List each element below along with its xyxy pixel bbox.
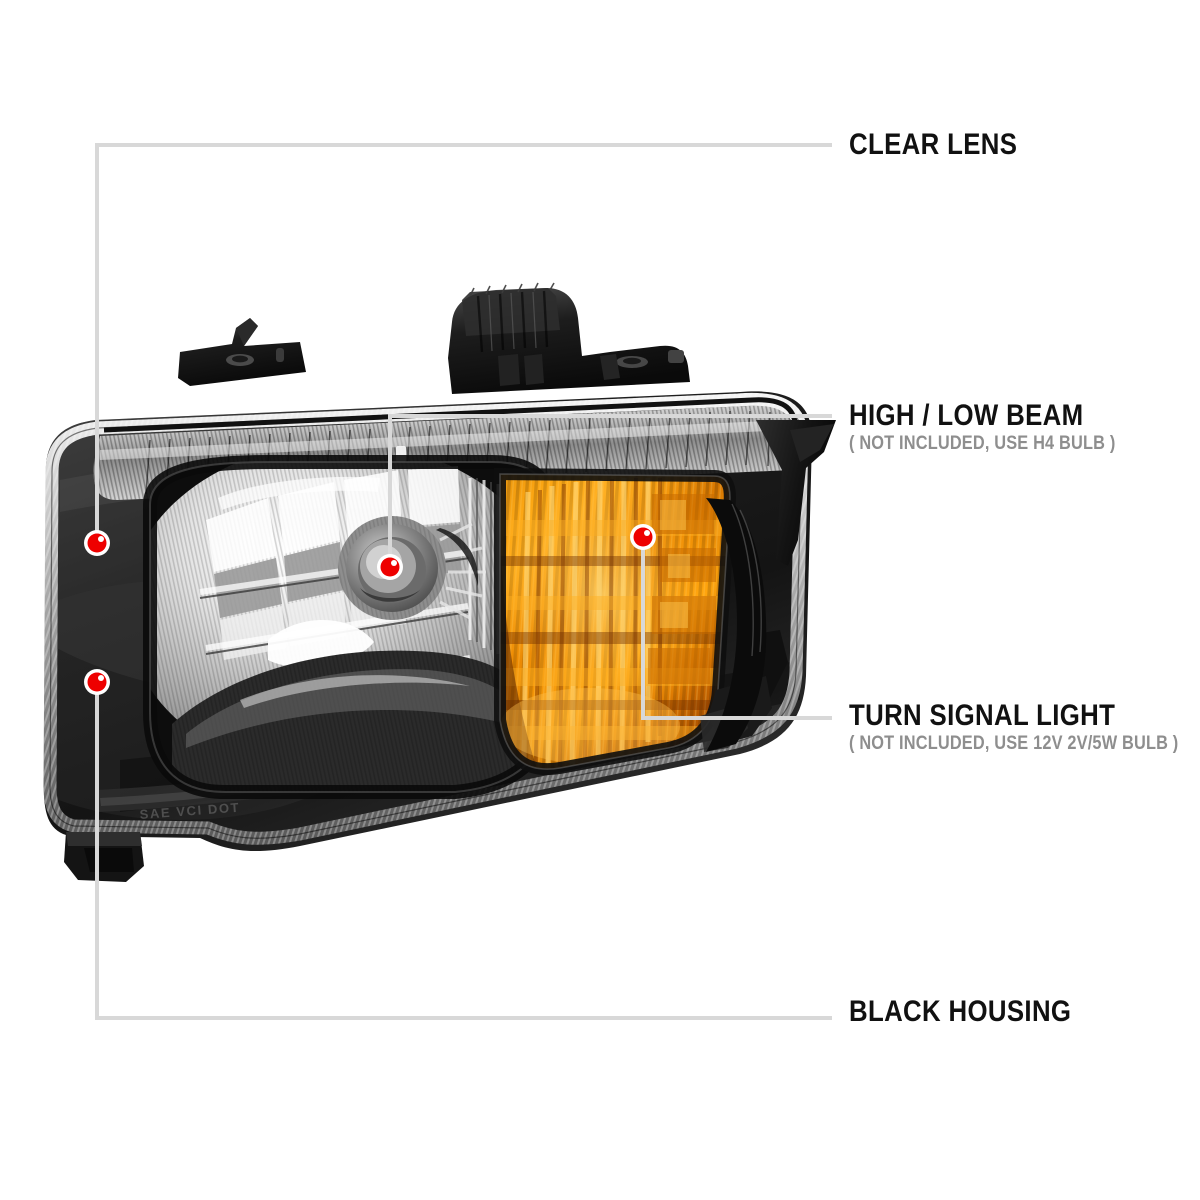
callout-title: HIGH / LOW BEAM bbox=[849, 399, 1084, 432]
callout-turn-signal-light[interactable]: TURN SIGNAL LIGHT ( NOT INCLUDED, USE 12… bbox=[849, 700, 1200, 755]
callout-subtitle: ( NOT INCLUDED, USE 12V 2V/5W BULB ) bbox=[849, 733, 1179, 754]
main-reflector-bowl bbox=[143, 455, 559, 799]
callout-title: BLACK HOUSING bbox=[849, 995, 1072, 1028]
callout-subtitle: ( NOT INCLUDED, USE H4 BULB ) bbox=[849, 433, 1116, 454]
lower-mounting-tab bbox=[64, 832, 144, 882]
callout-title: CLEAR LENS bbox=[849, 128, 1018, 161]
mounting-tab-upper-left bbox=[178, 318, 306, 386]
callout-high-low-beam[interactable]: HIGH / LOW BEAM ( NOT INCLUDED, USE H4 B… bbox=[849, 400, 1159, 455]
callout-clear-lens[interactable]: CLEAR LENS bbox=[849, 129, 1045, 161]
callout-title: TURN SIGNAL LIGHT bbox=[849, 699, 1116, 732]
callout-black-housing[interactable]: BLACK HOUSING bbox=[849, 996, 1108, 1028]
bulb-access-cap bbox=[448, 282, 690, 394]
